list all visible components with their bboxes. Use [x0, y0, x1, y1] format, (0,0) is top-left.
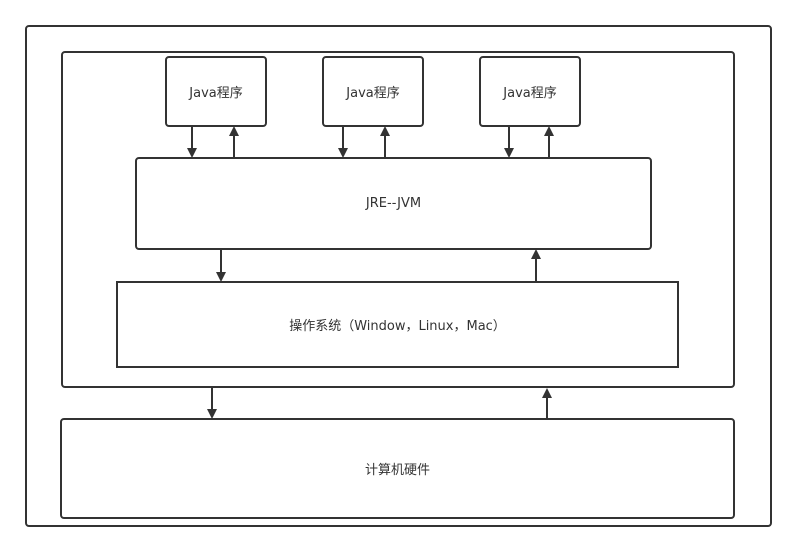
java-program-label: Java程序	[503, 86, 557, 101]
jre-jvm-box: JRE--JVM	[135, 157, 652, 250]
software-frame	[61, 51, 735, 388]
hardware-box: 计算机硬件	[60, 418, 735, 519]
java-program-label: Java程序	[189, 86, 243, 101]
java-program-box-3: Java程序	[479, 56, 581, 127]
java-program-label: Java程序	[346, 86, 400, 101]
hardware-label: 计算机硬件	[364, 463, 430, 478]
operating-system-box: 操作系统（Window，Linux，Mac）	[116, 281, 679, 368]
jre-jvm-label: JRE--JVM	[365, 196, 422, 211]
java-program-box-2: Java程序	[322, 56, 424, 127]
operating-system-label: 操作系统（Window，Linux，Mac）	[289, 319, 506, 334]
outer-frame	[25, 25, 772, 527]
java-program-box-1: Java程序	[165, 56, 267, 127]
